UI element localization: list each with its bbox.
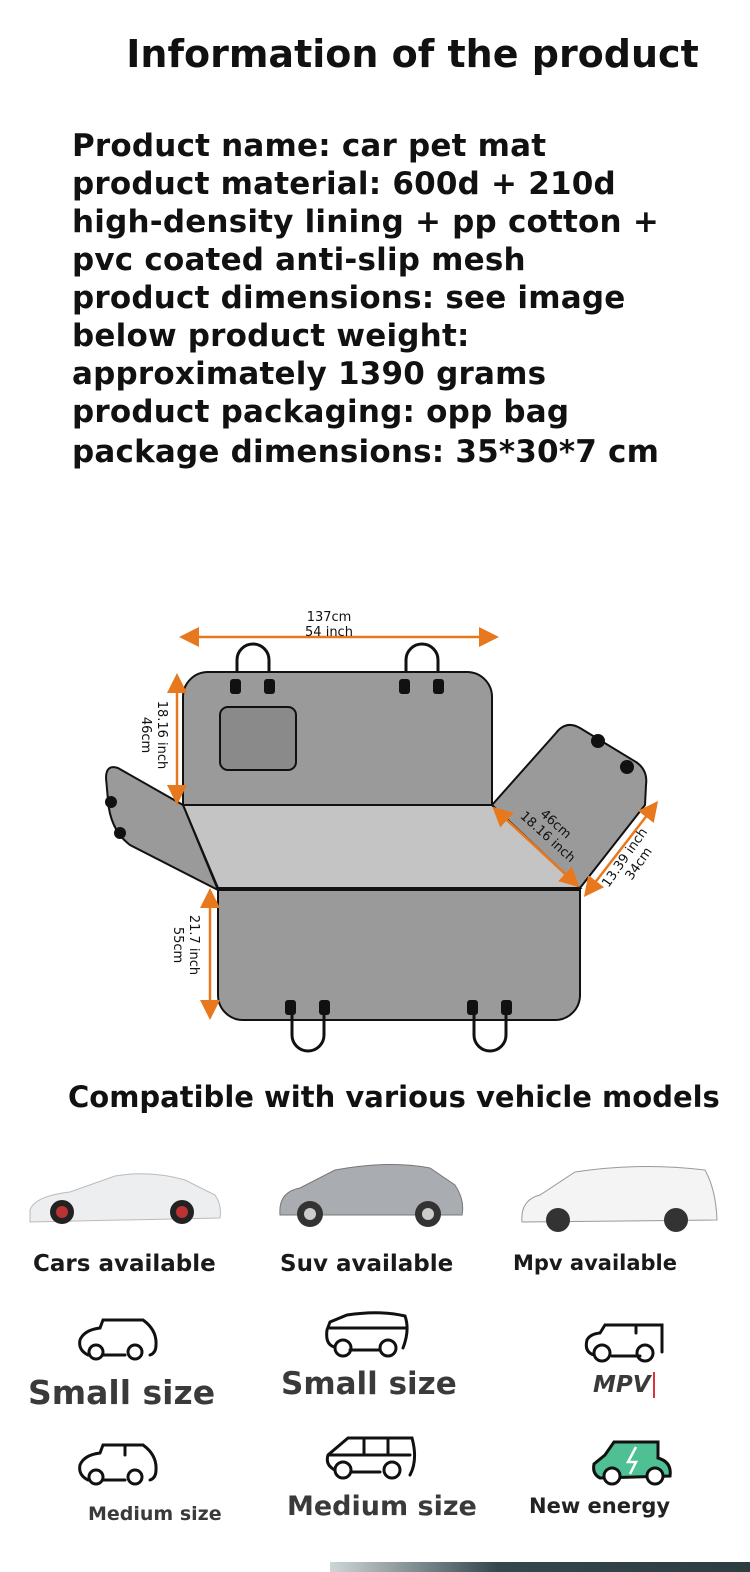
vehicle-label-cars: Cars available [33, 1251, 216, 1277]
back-height-cm-label: 46cm [138, 717, 153, 753]
width-in-label: 54 inch [305, 625, 353, 640]
new-energy-label: New energy [529, 1494, 671, 1518]
info-line: pvc coated anti-slip mesh [72, 242, 526, 278]
info-line: Product name: car pet mat [72, 128, 547, 164]
size-label: Small size [28, 1373, 216, 1412]
sedan-image [29, 1173, 221, 1224]
info-line: package dimensions: 35*30*7 cm [72, 434, 660, 470]
vehicle-label-mpv: Mpv available [513, 1251, 678, 1275]
size-label: Medium size [287, 1491, 477, 1522]
seat-front-panel [217, 889, 581, 1021]
mpv-outline-icon [584, 1323, 664, 1363]
seat-depth-cm-label: 55cm [170, 927, 185, 963]
new-energy-car-icon [592, 1440, 672, 1486]
info-line: product packaging: opp bag [72, 394, 570, 430]
info-line: product dimensions: see image [72, 280, 626, 316]
pet-window [219, 706, 297, 771]
seat-depth-in-label: 21.7 inch [186, 915, 201, 975]
small-car-icon-1 [78, 1318, 158, 1361]
size-label: Medium size [88, 1503, 222, 1525]
mpv-image [521, 1165, 718, 1232]
size-label: Small size [281, 1366, 457, 1402]
info-line: approximately 1390 grams [72, 356, 547, 392]
back-height-in-label: 18.16 inch [154, 701, 169, 770]
page-title: Information of the product [126, 32, 699, 76]
vehicle-label-suv: Suv available [280, 1251, 454, 1277]
mpv-label: MPV [593, 1372, 655, 1398]
info-line: high-density lining + pp cotton + [72, 204, 659, 240]
footer-strip [330, 1562, 750, 1572]
info-line: product material: 600d + 210d [72, 166, 616, 202]
info-line: below product weight: [72, 318, 470, 354]
width-cm-label: 137cm [307, 610, 352, 625]
compatibility-heading: Compatible with various vehicle models [68, 1080, 720, 1114]
medium-suv-icon [325, 1436, 417, 1480]
medium-car-icon [78, 1443, 158, 1486]
suv-image [279, 1163, 464, 1227]
small-suv-icon-1 [325, 1311, 409, 1358]
